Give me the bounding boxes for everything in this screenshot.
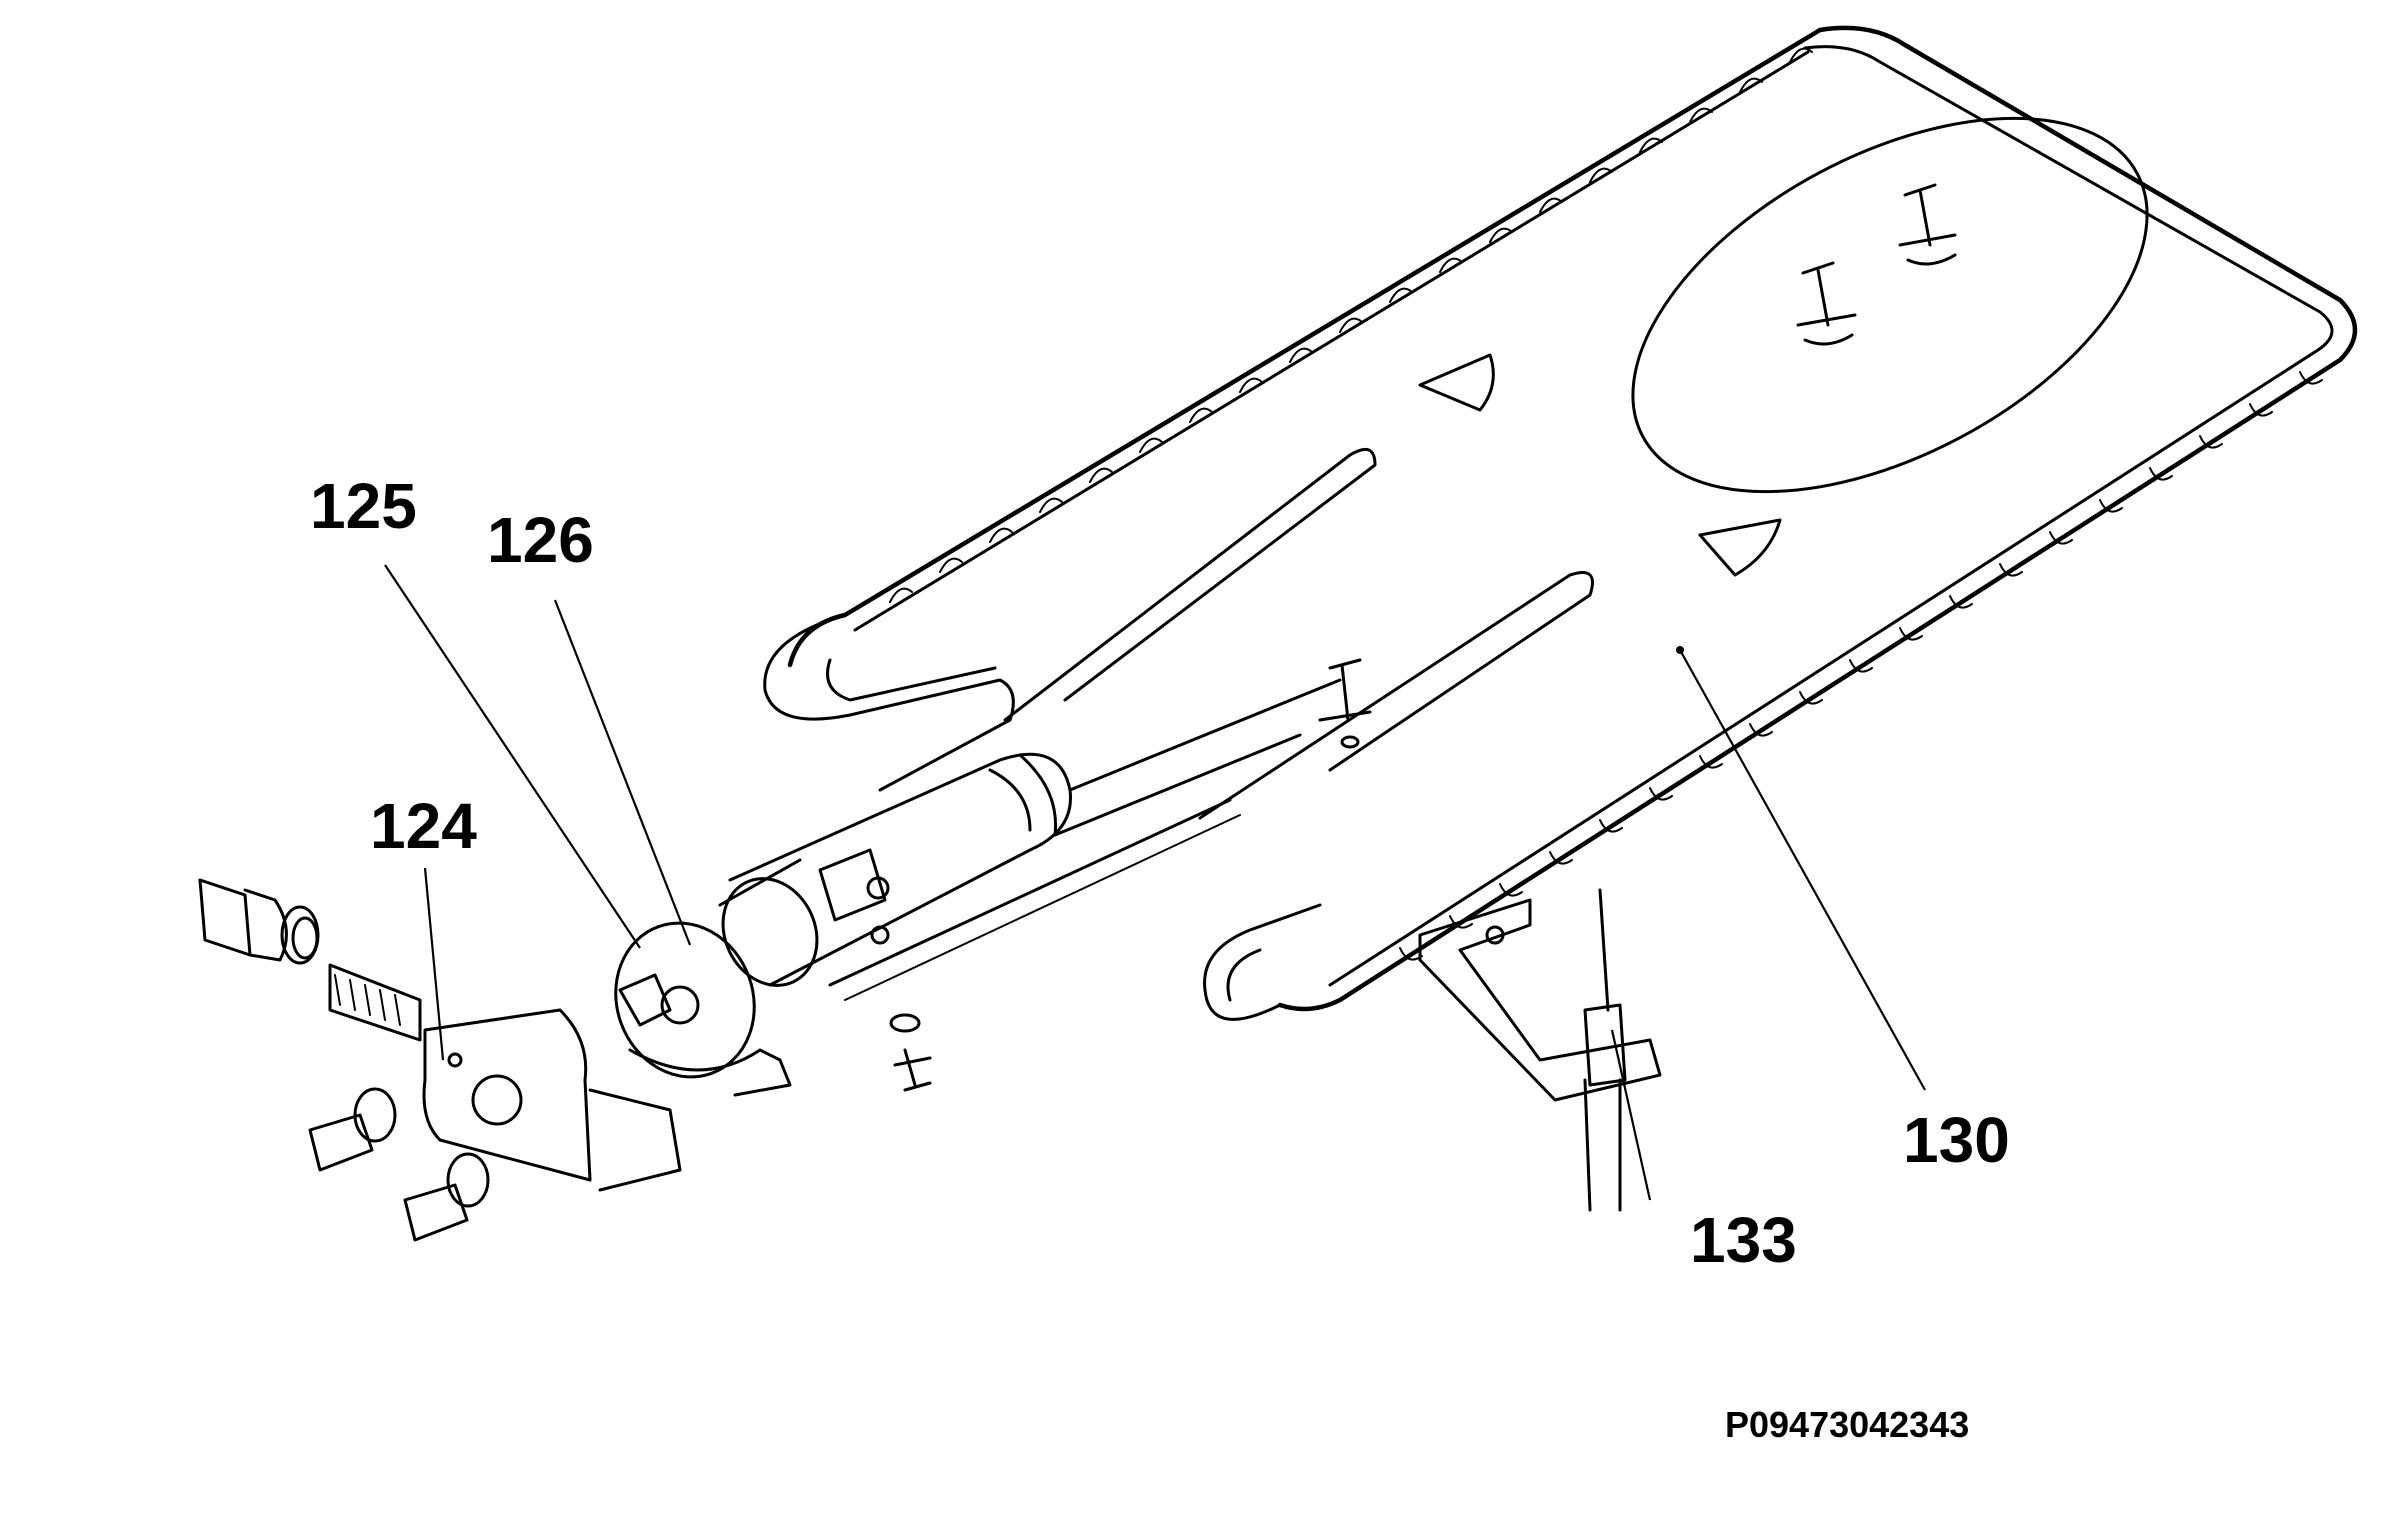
leader-line-126 [553, 599, 692, 946]
air-shutter-126 [614, 921, 792, 1097]
igniter-133 [1418, 888, 1662, 1212]
screw-icon [1796, 183, 1957, 346]
callout-125: 125 [310, 470, 417, 542]
burner-plate-130 [763, 25, 2358, 1021]
leader-line-125 [384, 564, 641, 949]
screw-icon [1318, 658, 1372, 749]
screw-icon [889, 1013, 932, 1092]
drawing-reference-code: P09473042343 [1725, 1404, 1970, 1445]
callout-133: 133 [1690, 1204, 1797, 1276]
callout-130: 130 [1903, 1104, 2010, 1176]
callout-126: 126 [487, 504, 594, 576]
callout-124: 124 [370, 790, 477, 862]
venturi-tube [718, 678, 1342, 1001]
leader-line-130 [1679, 649, 1926, 1091]
bracket-124 [198, 878, 682, 1192]
leader-line-133 [1610, 1029, 1652, 1201]
screw-icon [308, 1087, 490, 1242]
leader-line-124 [423, 867, 445, 1061]
